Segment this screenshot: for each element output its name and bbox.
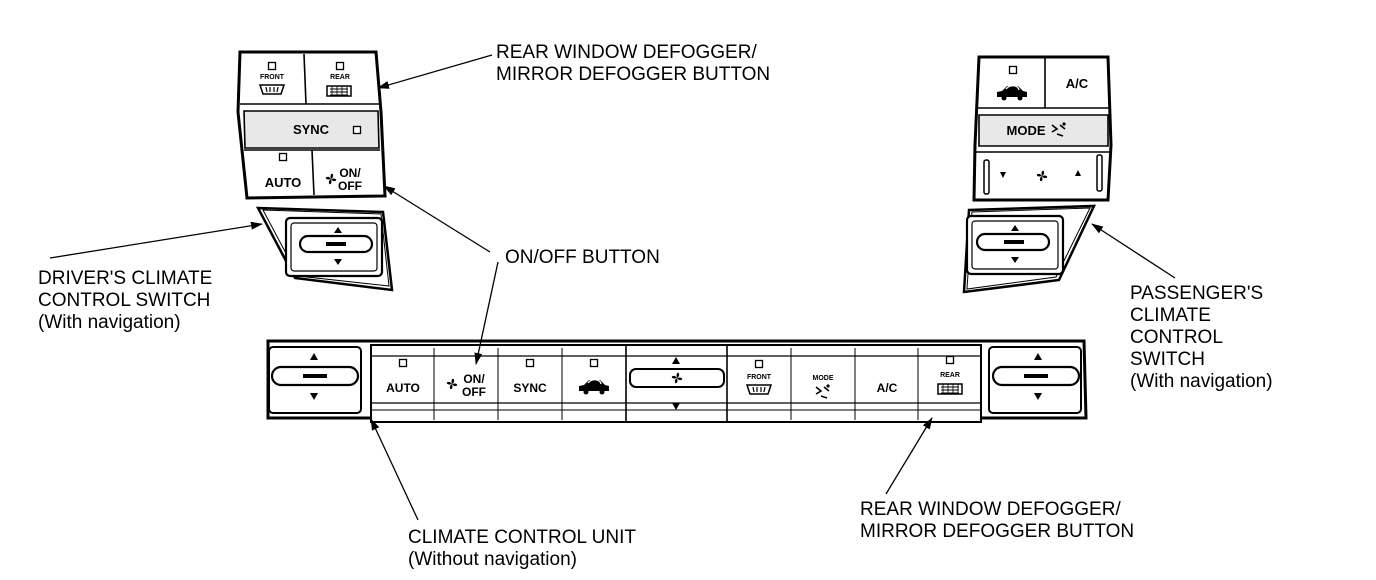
arrow-up-icon: [1034, 353, 1042, 360]
callout-climate-control-unit: CLIMATE CONTROL UNIT (Without navigation…: [408, 527, 637, 570]
unit-on-off-button[interactable]: ON/ OFF: [446, 372, 486, 399]
ac-label: A/C: [1066, 76, 1089, 91]
climate-control-unit: AUTO ON/ OFF SYNC FRONT: [266, 339, 1088, 423]
indicator-light-icon: [525, 358, 535, 368]
auto-label: AUTO: [265, 175, 302, 190]
fan-speed-control[interactable]: [983, 154, 1103, 195]
arrow-down-icon: [672, 403, 680, 410]
indicator-light-icon: [398, 358, 408, 368]
leader-lines: [49, 54, 1176, 521]
arrow-down-icon: [334, 259, 342, 265]
rear-defogger-button[interactable]: REAR: [326, 61, 352, 97]
indicator-light-icon: [335, 61, 345, 71]
unit-driver-temp-rocker[interactable]: [268, 346, 362, 414]
driver-temp-rocker[interactable]: [298, 227, 374, 265]
rear-label: REAR: [330, 74, 350, 81]
arrow-up-icon: [310, 353, 318, 360]
on-off-button[interactable]: ON/ OFF: [325, 166, 362, 193]
unit-ac-button[interactable]: A/C: [877, 381, 898, 395]
arrow-up-icon: [1075, 170, 1081, 176]
unit-front-defrost-button[interactable]: FRONT: [746, 359, 772, 395]
callout-rear-defogger-top: REAR WINDOW DEFOGGER/ MIRROR DEFOGGER BU…: [496, 42, 771, 85]
passenger-climate-panel: A/C MODE: [972, 55, 1113, 202]
unit-fan-speed-control[interactable]: [629, 357, 725, 410]
arrow-down-icon: [1000, 172, 1006, 178]
callout-passenger-climate-switch: PASSENGER'S CLIMATE CONTROL SWITCH (With…: [1130, 283, 1273, 392]
indicator-light-icon: [589, 358, 599, 368]
driver-climate-panel: FRONT REAR SYNC AUTO ON/ OFF: [236, 50, 387, 200]
sync-button[interactable]: SYNC: [293, 122, 362, 137]
unit-auto-label: AUTO: [386, 381, 420, 395]
auto-button[interactable]: AUTO: [265, 152, 302, 191]
arrow-up-icon: [334, 227, 342, 233]
arrow-down-icon: [310, 393, 318, 400]
unit-on-label: ON/: [463, 372, 485, 386]
indicator-light-icon: [1008, 65, 1018, 75]
arrow-up-icon: [672, 357, 680, 364]
unit-rear-label: REAR: [940, 372, 960, 379]
arrow-down-icon: [1034, 393, 1042, 400]
front-label: FRONT: [260, 74, 285, 81]
passenger-climate-control-switch: [962, 204, 1097, 294]
on-label: ON/: [339, 166, 361, 180]
unit-auto-button[interactable]: AUTO: [386, 358, 420, 396]
unit-front-label: FRONT: [747, 374, 772, 381]
unit-mode-button[interactable]: MODE: [813, 375, 834, 399]
unit-mode-label: MODE: [813, 375, 834, 382]
mode-button[interactable]: MODE: [1007, 121, 1067, 138]
front-defrost-button[interactable]: FRONT: [259, 61, 285, 95]
ac-button[interactable]: A/C: [1066, 76, 1089, 91]
mode-label: MODE: [1007, 123, 1046, 138]
sync-label: SYNC: [293, 122, 330, 137]
unit-rear-defogger-button[interactable]: REAR: [937, 355, 963, 395]
indicator-light-icon: [352, 125, 362, 135]
indicator-light-icon: [267, 61, 277, 71]
callout-rear-defogger-bottom: REAR WINDOW DEFOGGER/ MIRROR DEFOGGER BU…: [860, 499, 1135, 542]
callout-driver-climate-switch: DRIVER'S CLIMATE CONTROL SWITCH (With na…: [38, 268, 213, 333]
unit-sync-button[interactable]: SYNC: [513, 358, 547, 396]
unit-passenger-temp-rocker[interactable]: [988, 346, 1082, 414]
indicator-light-icon: [278, 152, 288, 162]
arrow-up-icon: [1011, 225, 1019, 231]
callout-on-off-button: ON/OFF BUTTON: [505, 247, 660, 268]
unit-off-label: OFF: [462, 385, 486, 399]
indicator-light-icon: [754, 359, 764, 369]
off-label: OFF: [338, 179, 362, 193]
passenger-temp-rocker[interactable]: [975, 225, 1051, 263]
driver-climate-control-switch: [255, 206, 394, 292]
unit-sync-label: SYNC: [513, 381, 547, 395]
indicator-light-icon: [945, 355, 955, 365]
unit-ac-label: A/C: [877, 381, 898, 395]
arrow-down-icon: [1011, 257, 1019, 263]
